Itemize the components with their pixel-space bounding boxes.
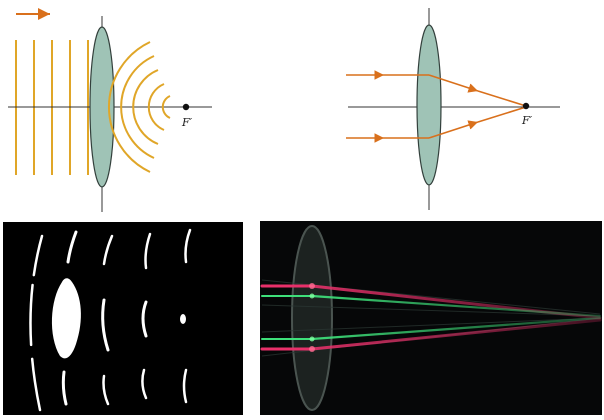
refracted-ray-segment xyxy=(477,106,527,123)
lens xyxy=(416,24,442,186)
circular-wavefront xyxy=(120,55,155,159)
focal-point xyxy=(182,103,190,111)
wave-fringes xyxy=(29,228,192,412)
beam-glint xyxy=(309,283,315,289)
wavefront-diagram: F′ xyxy=(8,8,212,212)
beam-glint xyxy=(309,346,315,352)
focal-point-label: F′ xyxy=(521,114,533,127)
circular-wavefront xyxy=(147,83,165,131)
green-beam-refracted xyxy=(310,294,602,318)
focus-spot xyxy=(180,314,186,324)
wave-fringe xyxy=(141,368,148,400)
wave-fringe xyxy=(66,230,78,264)
focal-point xyxy=(522,102,530,110)
lower-ray xyxy=(346,106,527,143)
lens-glints xyxy=(309,283,315,352)
circular-wavefront xyxy=(161,95,171,119)
wave-fringe xyxy=(144,232,152,270)
wave-photo xyxy=(3,222,243,415)
wave-fringe xyxy=(102,374,110,406)
lens-silhouette xyxy=(291,225,333,411)
photo-background xyxy=(3,222,243,415)
refracted-beams xyxy=(310,284,602,351)
wave-fringe xyxy=(102,234,114,266)
red-beam-refracted xyxy=(310,318,602,351)
wave-fringe xyxy=(29,234,44,412)
wave-fringe xyxy=(182,368,188,404)
incident-beams xyxy=(260,284,314,351)
wave-fringe xyxy=(184,228,192,264)
lens-shadow xyxy=(51,278,81,359)
lens xyxy=(89,26,115,188)
beam-glint xyxy=(309,336,315,342)
converging-wavefronts xyxy=(108,41,171,173)
refracted-ray-segment xyxy=(428,120,479,139)
refracted-ray-segment xyxy=(428,74,479,93)
scatter-streak xyxy=(261,304,601,317)
beam-glint xyxy=(309,293,315,299)
laser-photo xyxy=(260,221,602,415)
green-beam-refracted xyxy=(310,316,602,341)
wave-fringe xyxy=(101,298,110,352)
wave-fringe xyxy=(61,370,68,406)
scatter-streak xyxy=(261,317,601,333)
wave-fringe xyxy=(141,300,148,338)
focal-point-label: F′ xyxy=(181,116,193,129)
ray-diagram: F′ xyxy=(346,8,560,210)
circular-wavefront xyxy=(108,41,151,173)
upper-ray xyxy=(346,70,527,107)
refracted-ray-segment xyxy=(477,90,527,107)
circular-wavefront xyxy=(132,69,159,145)
